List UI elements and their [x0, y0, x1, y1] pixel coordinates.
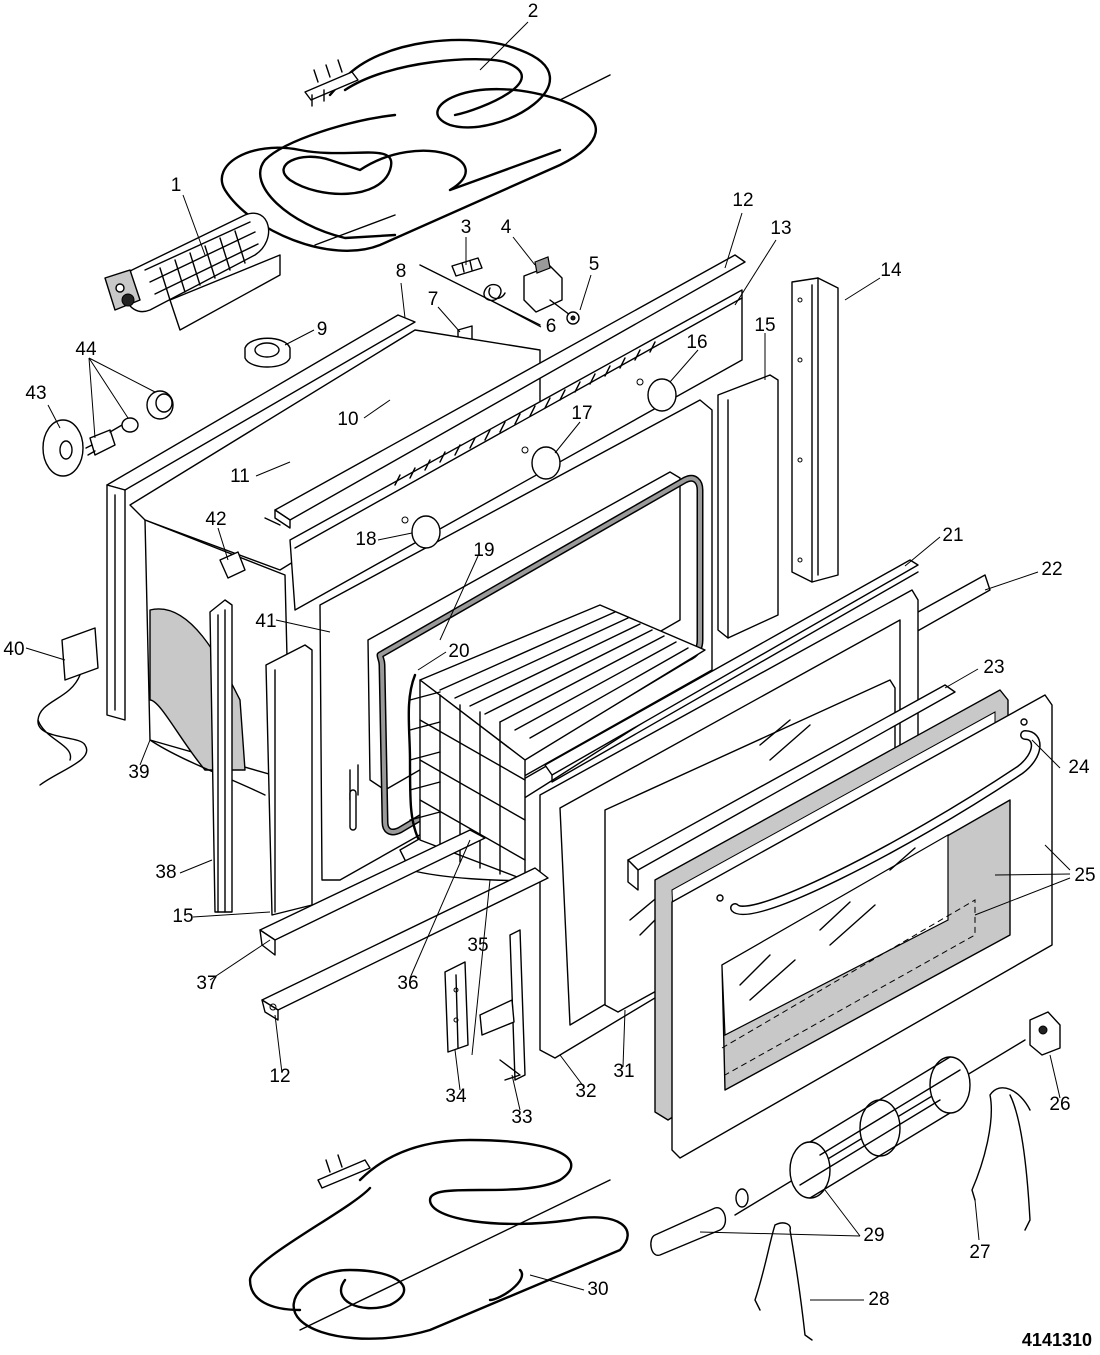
callout-26: 26 [1049, 1094, 1070, 1115]
callout-15-left: 15 [172, 906, 193, 927]
callout-39: 39 [128, 762, 149, 783]
callout-12-bottom: 12 [269, 1066, 290, 1087]
part-12-top-rail [264, 254, 746, 529]
callout-13: 13 [770, 218, 791, 239]
part-13-control-panel [289, 289, 743, 611]
callout-37: 37 [196, 973, 217, 994]
part-26-rotisserie-motor-mount [1029, 1011, 1061, 1056]
part-28-spit-support [754, 1222, 813, 1341]
part-21-door-profile [544, 559, 919, 783]
callout-14: 14 [880, 260, 902, 281]
part-8-side-insulation [106, 314, 416, 721]
part-43-lamp-seal [42, 419, 84, 477]
callout-40: 40 [3, 639, 24, 660]
callout-33: 33 [511, 1107, 532, 1128]
callout-28: 28 [868, 1289, 889, 1310]
callout-38: 38 [155, 862, 176, 883]
part-6-bulb-coil [483, 283, 506, 302]
callout-12-top: 12 [732, 190, 753, 211]
callout-5: 5 [589, 254, 600, 275]
callout-22: 22 [1041, 559, 1062, 580]
callout-9: 9 [317, 319, 328, 340]
part-27-spit-support [971, 1087, 1031, 1231]
callout-18: 18 [355, 529, 376, 550]
callout-6: 6 [546, 316, 557, 337]
drawing-number: 4141310 [1022, 1330, 1092, 1350]
part-1-fan-motor [104, 212, 281, 331]
callout-7: 7 [428, 289, 439, 310]
part-40-mains-cable [37, 627, 99, 786]
callout-27: 27 [969, 1242, 990, 1263]
callout-23: 23 [983, 657, 1004, 678]
callout-25: 25 [1074, 865, 1095, 886]
part-2-top-heating-element [220, 38, 611, 252]
callout-11: 11 [230, 466, 250, 487]
leader-lines [25, 21, 1071, 1301]
part-33-door-hinge [479, 929, 526, 1081]
part-4-thermostat [523, 256, 571, 316]
callout-17: 17 [571, 403, 592, 424]
part-38-left-upright [209, 599, 233, 913]
callout-24: 24 [1068, 757, 1090, 778]
callout-4: 4 [501, 217, 512, 238]
callout-34: 34 [445, 1086, 467, 1107]
callout-10: 10 [337, 409, 358, 430]
callout-42: 42 [205, 509, 226, 530]
callout-2: 2 [528, 1, 539, 22]
callout-21: 21 [942, 525, 963, 546]
part-30-bottom-heating-element [248, 1138, 629, 1340]
callout-16: 16 [686, 332, 707, 353]
callout-19: 19 [473, 540, 494, 561]
callout-30: 30 [587, 1279, 608, 1300]
part-20-shelf-support-rail [407, 673, 441, 840]
part-36-oven-shelf [419, 604, 706, 881]
callout-20: 20 [448, 641, 469, 662]
part-14-right-upright [791, 277, 839, 583]
callout-15-right: 15 [754, 315, 775, 336]
part-5-knob-shaft [566, 311, 580, 325]
part-24-door-handle [730, 730, 1041, 916]
part-15-left-side-panel [265, 644, 313, 916]
callout-1: 1 [171, 175, 182, 196]
callout-29: 29 [863, 1225, 884, 1246]
part-29-rotisserie-spit [650, 1039, 1026, 1256]
callout-32: 32 [575, 1081, 596, 1102]
part-37-lower-rail [259, 829, 486, 956]
part-42-cable-clip [219, 551, 246, 579]
part-23-door-rail [627, 684, 956, 891]
part-12-bottom-rail [261, 867, 549, 1021]
part-15-right-side-panel [717, 374, 779, 639]
callout-8: 8 [396, 261, 407, 282]
callout-35: 35 [467, 935, 488, 956]
callout-31: 31 [613, 1061, 634, 1082]
part-34-hinge-receiver [444, 961, 469, 1053]
callout-3: 3 [461, 217, 472, 238]
part-9-lamp-holder [244, 337, 291, 368]
callout-41: 41 [255, 611, 276, 632]
callout-44: 44 [75, 339, 97, 360]
callout-43: 43 [25, 383, 46, 404]
callout-36: 36 [397, 973, 418, 994]
callout-labels: 1 2 3 4 5 6 7 8 9 10 11 12 12 13 14 15 1… [3, 1, 1095, 1310]
part-44-lamp-assembly [85, 390, 174, 456]
part-3-terminal [419, 257, 541, 326]
